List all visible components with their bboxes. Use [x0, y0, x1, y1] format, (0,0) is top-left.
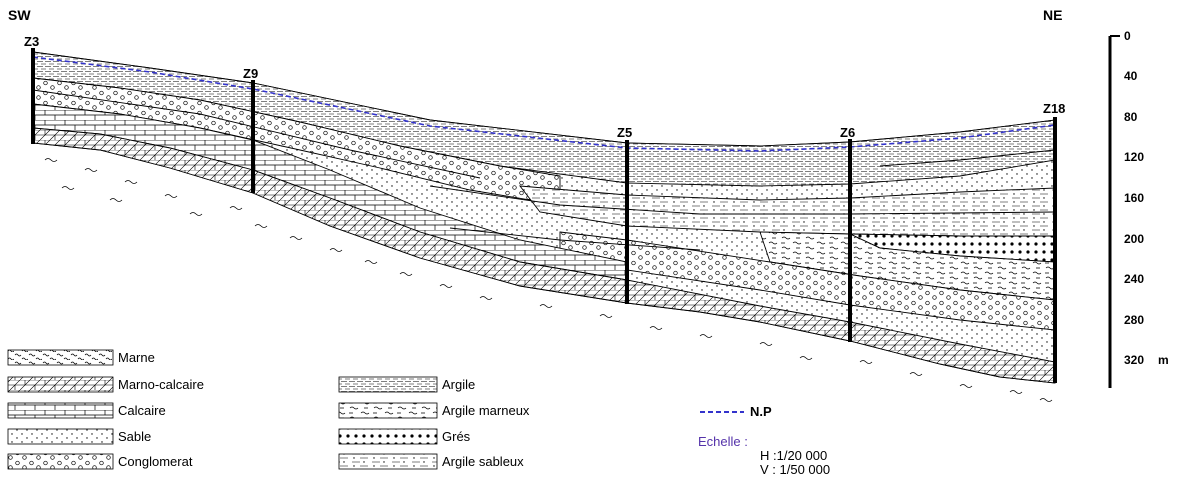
depth-tick-200: 200 [1124, 232, 1144, 246]
legend-swatch-marne [7, 349, 114, 366]
well-label-z18: Z18 [1043, 101, 1065, 116]
legend-swatch-calcaire [7, 402, 114, 419]
depth-tick-160: 160 [1124, 191, 1144, 205]
legend [7, 349, 438, 470]
legend-swatch-argile-sableux [338, 453, 438, 470]
legend-label-gres: Grés [442, 429, 471, 444]
legend-swatch-gres [338, 428, 438, 445]
legend-label-sable: Sable [118, 429, 151, 444]
section-layers [32, 51, 1056, 384]
legend-label-argile-marneux: Argile marneux [442, 403, 530, 418]
depth-tick-80: 80 [1124, 110, 1138, 124]
layer-boundary [429, 185, 1056, 215]
legend-swatch-conglomerat [7, 453, 114, 470]
echelle-horizontal: H :1/20 000 [760, 448, 827, 463]
echelle-vertical: V : 1/50 000 [760, 462, 830, 477]
legend-swatch-marno-calcaire [7, 376, 114, 393]
well-label-z6: Z6 [840, 125, 855, 140]
legend-label-argile: Argile [442, 377, 475, 392]
depth-unit: m [1158, 353, 1169, 367]
depth-tick-40: 40 [1124, 69, 1138, 83]
layer-boundary [32, 89, 481, 179]
legend-label-np: N.P [750, 404, 772, 419]
well-label-z3: Z3 [24, 34, 39, 49]
depth-scale: 0 40 80 120 160 200 240 280 320 m [1108, 29, 1169, 388]
legend-swatch-argile [338, 376, 438, 393]
depth-tick-320: 320 [1124, 353, 1144, 367]
legend-swatch-argile-marneux [338, 402, 438, 419]
legend-label-calcaire: Calcaire [118, 403, 166, 418]
marne-substrate [44, 158, 1053, 402]
legend-swatch-sable [7, 428, 114, 445]
wells [31, 48, 1057, 383]
legend-label-conglomerat: Conglomerat [118, 454, 193, 469]
direction-sw: SW [8, 7, 31, 23]
layer-boundary [879, 149, 1056, 167]
echelle-title: Echelle : [698, 434, 748, 449]
depth-tick-240: 240 [1124, 272, 1144, 286]
layer-boundary [449, 227, 701, 251]
depth-tick-280: 280 [1124, 313, 1144, 327]
well-label-z5: Z5 [617, 125, 632, 140]
direction-ne: NE [1043, 7, 1062, 23]
depth-tick-0: 0 [1124, 29, 1131, 43]
legend-label-marne: Marne [118, 350, 155, 365]
well-label-z9: Z9 [243, 66, 258, 81]
legend-label-marno-calcaire: Marno-calcaire [118, 377, 204, 392]
layer-marno-calcaire [32, 127, 1056, 384]
legend-label-argile-sableux: Argile sableux [442, 454, 524, 469]
depth-tick-120: 120 [1124, 150, 1144, 164]
